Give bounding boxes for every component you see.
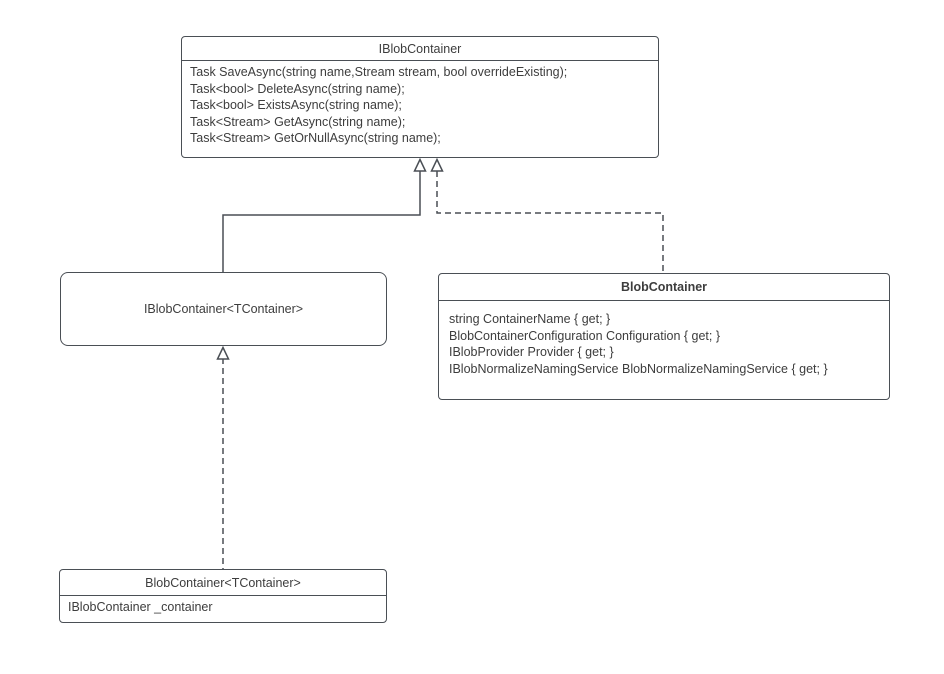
realization-edge-blobcontainer-to-iblobcontainer	[436, 171, 664, 273]
class-title: BlobContainer	[439, 274, 889, 301]
member-line: IBlobNormalizeNamingService BlobNormaliz…	[449, 361, 828, 376]
member-line: BlobContainerConfiguration Configuration…	[449, 328, 721, 343]
hollow-triangle-arrow-icon	[430, 157, 444, 172]
member-line: IBlobProvider Provider { get; }	[449, 345, 614, 359]
member-line: Task SaveAsync(string name,Stream stream…	[190, 65, 568, 79]
hollow-triangle-arrow-icon	[413, 157, 427, 172]
class-box-iblobcontainer: IBlobContainer Task SaveAsync(string nam…	[181, 36, 659, 158]
class-box-iblobcontainer-generic: IBlobContainer<TContainer>	[60, 272, 387, 346]
class-title: BlobContainer<TContainer>	[60, 570, 386, 596]
hollow-triangle-arrow-icon	[216, 345, 230, 360]
member-line: string ContainerName { get; }	[449, 312, 611, 326]
generalization-edge-iblobcontainer-generic-to-iblobcontainer	[222, 171, 421, 272]
class-members: IBlobContainer _container	[60, 596, 386, 616]
member-line: Task<bool> ExistsAsync(string name);	[190, 98, 402, 113]
class-title: IBlobContainer<TContainer>	[143, 302, 304, 316]
class-box-blobcontainer-generic: BlobContainer<TContainer> IBlobContainer…	[59, 569, 387, 623]
class-box-blobcontainer: BlobContainer string ContainerName { get…	[438, 273, 890, 400]
member-line: Task<Stream> GetOrNullAsync(string name)…	[190, 131, 441, 146]
class-title: IBlobContainer	[182, 37, 658, 61]
member-line: IBlobContainer _container	[68, 600, 213, 614]
member-line: Task<Stream> GetAsync(string name);	[190, 114, 406, 129]
class-members: string ContainerName { get; } BlobContai…	[439, 301, 889, 377]
class-members: Task SaveAsync(string name,Stream stream…	[182, 61, 658, 147]
member-line: Task<bool> DeleteAsync(string name);	[190, 81, 405, 96]
